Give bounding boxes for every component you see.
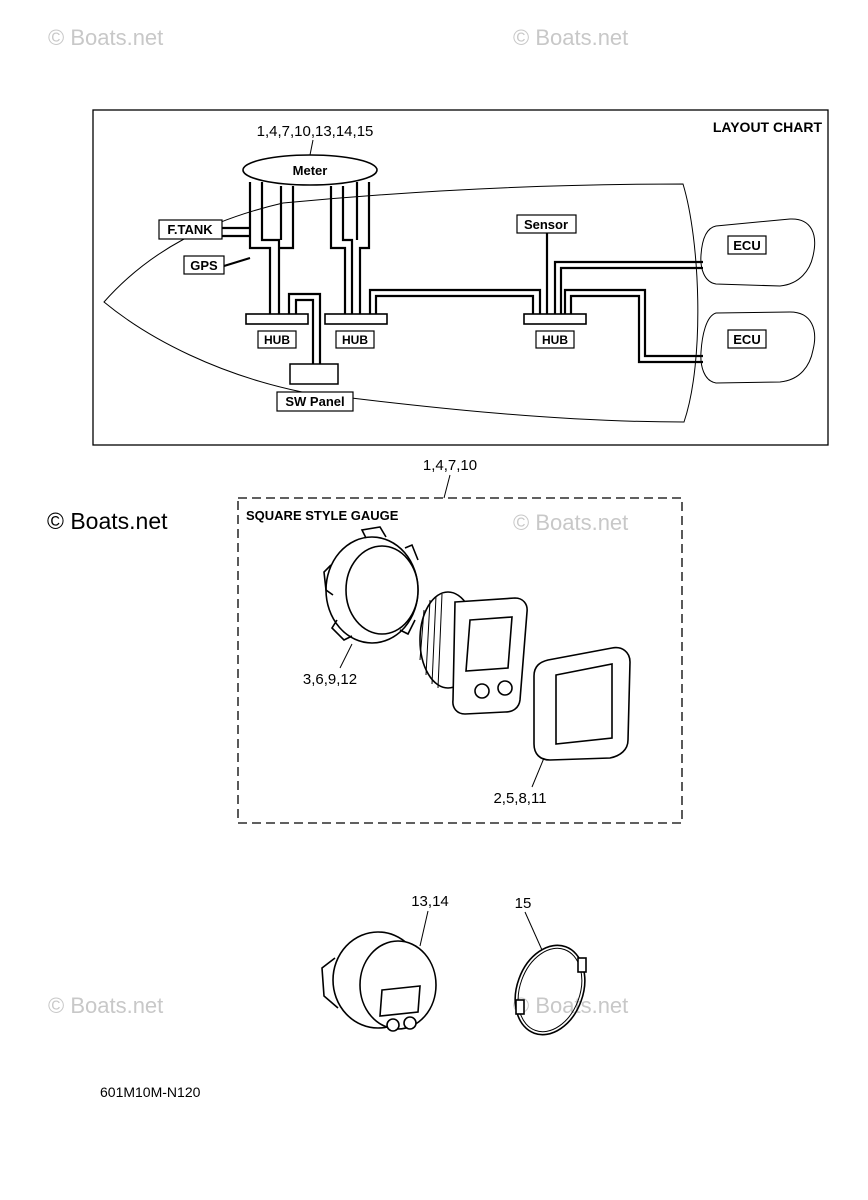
- hub-label-box-middle: [335, 330, 375, 349]
- ring-callout: 3,6,9,12: [303, 671, 357, 688]
- ftank-label: F.TANK: [167, 222, 213, 237]
- hub-label-right: HUB: [542, 333, 568, 347]
- sw-panel-block: [289, 363, 339, 385]
- layout-chart: LAYOUT CHART Meter 1,4,7,10,13,14,15: [92, 109, 829, 446]
- round-gauge-section: 13,14 15: [321, 893, 587, 1036]
- hub-label-box-right: [535, 330, 575, 349]
- engine-outline-upper: [700, 218, 816, 287]
- boat-hull-outline: [103, 183, 699, 423]
- sensor-box: [516, 214, 577, 234]
- network-cables: [221, 182, 703, 364]
- gasket-callout: 2,5,8,11: [493, 790, 546, 807]
- ecu-label-upper: ECU: [733, 238, 760, 253]
- square-gauge-gasket: [533, 646, 631, 761]
- hub-bar-middle: [324, 313, 388, 325]
- square-gauge-callout-leader: [443, 474, 451, 499]
- ecu-box-lower: [727, 329, 767, 349]
- ftank-box: [158, 219, 223, 240]
- hub-label-middle: HUB: [342, 333, 368, 347]
- watermark-bottom-left: © Boats.net: [48, 993, 163, 1018]
- gasket-callout-leader: [531, 757, 545, 788]
- ecu-box-upper: [727, 235, 767, 255]
- engine-outline-lower: [700, 311, 816, 384]
- watermark-middle-right: © Boats.net: [513, 510, 628, 535]
- sw-panel-box: [276, 391, 354, 412]
- hub-label-box-left: [257, 330, 297, 349]
- retaining-nut-ring: [323, 526, 419, 644]
- sw-panel-label: SW Panel: [285, 394, 344, 409]
- watermark-bottom-right: © Boats.net: [513, 993, 628, 1018]
- round-gauge-callout: 13,14: [411, 893, 449, 910]
- round-gauge-callout-leader: [419, 910, 429, 947]
- hub-bar-right: [523, 313, 587, 325]
- retaining-ring: [514, 944, 587, 1036]
- square-gauge-dashed-frame: [237, 497, 683, 824]
- gps-label: GPS: [190, 258, 218, 273]
- square-gauge-title: SQUARE STYLE GAUGE: [246, 508, 399, 523]
- diagram-code: 601M10M-N120: [100, 1084, 201, 1100]
- watermark-top-left: © Boats.net: [48, 25, 163, 50]
- brand-mark: © Boats.net: [47, 508, 168, 534]
- layout-chart-frame: [92, 109, 829, 446]
- square-gauge-callout: 1,4,7,10: [423, 457, 477, 474]
- meter-callout-leader: [309, 139, 314, 156]
- meter-label: Meter: [293, 163, 328, 178]
- hub-label-left: HUB: [264, 333, 290, 347]
- round-ring-callout: 15: [515, 895, 532, 912]
- round-gauge-body: [321, 931, 437, 1032]
- round-ring-callout-leader: [524, 911, 543, 951]
- ring-callout-leader: [339, 643, 353, 669]
- meter-callout: 1,4,7,10,13,14,15: [257, 123, 374, 140]
- ecu-label-lower: ECU: [733, 332, 760, 347]
- watermark-top-right: © Boats.net: [513, 25, 628, 50]
- square-gauge-body: [419, 591, 528, 715]
- sensor-label: Sensor: [524, 217, 568, 232]
- square-gauge-section: 1,4,7,10 SQUARE STYLE GAUGE 3,6,9,12: [237, 457, 683, 824]
- layout-chart-title: LAYOUT CHART: [713, 119, 823, 135]
- gps-box: [183, 255, 225, 275]
- hub-bar-left: [245, 313, 309, 325]
